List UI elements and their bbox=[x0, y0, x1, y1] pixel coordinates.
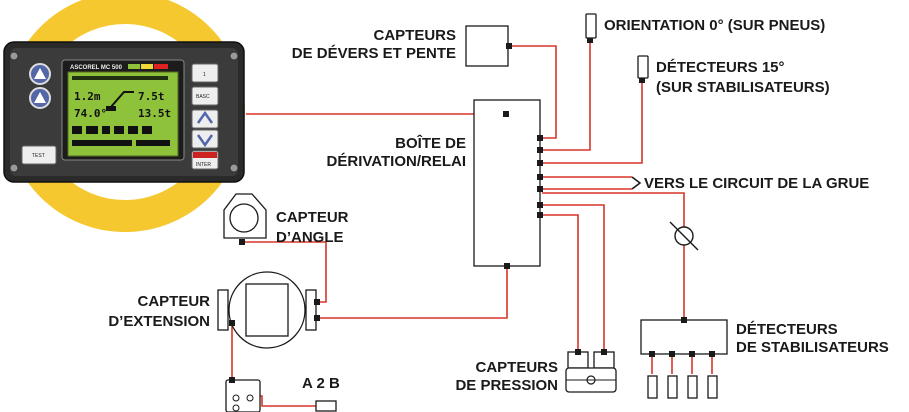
label-devers-1: CAPTEURS bbox=[373, 27, 456, 44]
svg-text:1: 1 bbox=[203, 72, 206, 78]
test-key-label: TEST bbox=[32, 153, 45, 159]
wire-orientation bbox=[542, 43, 591, 151]
lcd-row1-left: 1.2m bbox=[74, 90, 101, 103]
wire-extension-a2b bbox=[231, 322, 316, 407]
label-extension-2: D’EXTENSION bbox=[108, 313, 210, 330]
lcd-crane-icon bbox=[106, 91, 134, 111]
label-boite-2: DÉRIVATION/RELAI bbox=[327, 153, 466, 170]
wire-box-extension bbox=[318, 266, 508, 319]
lcd-row2-left: 74.0° bbox=[74, 107, 107, 120]
devers-pente-sensor bbox=[465, 25, 509, 67]
valve-icon bbox=[669, 221, 699, 251]
stabiliser-detector-4 bbox=[707, 351, 718, 399]
chevron-down-icon bbox=[196, 134, 214, 148]
wire-pression-2 bbox=[542, 214, 579, 352]
stabiliser-detectors-block bbox=[640, 317, 728, 399]
label-extension-1: CAPTEUR bbox=[137, 293, 210, 310]
label-orientation: ORIENTATION 0° (SUR PNEUS) bbox=[604, 17, 825, 34]
junction-relay-box bbox=[473, 99, 543, 269]
stabiliser-detector-2 bbox=[667, 351, 678, 399]
detecteurs15-sensor bbox=[637, 55, 649, 79]
label-pression-2: DE PRESSION bbox=[455, 377, 558, 394]
chevron-up-icon bbox=[196, 110, 214, 124]
angle-sensor bbox=[223, 193, 267, 245]
a2b-switch bbox=[225, 377, 261, 412]
label-devers-2: DE DÉVERS ET PENTE bbox=[292, 45, 456, 62]
lcd-status-icons bbox=[72, 126, 170, 146]
label-detecteurs-stab-1: DÉTECTEURS bbox=[736, 321, 838, 338]
bottom-right-key-label: INTER bbox=[196, 162, 211, 168]
wire-pression-1 bbox=[542, 204, 605, 352]
warning-key-2 bbox=[29, 87, 51, 109]
wire-angle-extension bbox=[242, 241, 327, 303]
wire-devers bbox=[510, 45, 557, 139]
label-detecteurs15-2: (SUR STABILISATEURS) bbox=[656, 79, 830, 96]
pressure-sensors bbox=[565, 349, 617, 393]
warning-key-1 bbox=[29, 63, 51, 85]
extension-sensor bbox=[217, 271, 320, 349]
a2b-weight bbox=[315, 400, 337, 412]
display-console: TEST ASCOREL MC 500 1.2m 7.5t 74.0° 13.5… bbox=[3, 0, 245, 232]
label-boite-1: BOÎTE DE bbox=[395, 134, 466, 152]
label-angle-2: D’ANGLE bbox=[276, 229, 344, 246]
label-a2b: A 2 B bbox=[302, 375, 340, 392]
label-angle-1: CAPTEUR bbox=[276, 209, 349, 226]
console-brand: ASCOREL MC 500 bbox=[70, 65, 123, 71]
stabiliser-detector-1 bbox=[647, 351, 658, 399]
lcd-row1-right: 7.5t bbox=[138, 90, 165, 103]
arrow-right-icon bbox=[631, 176, 642, 190]
label-detecteurs15-1: DÉTECTEURS 15° bbox=[656, 59, 785, 76]
label-circuit-grue: VERS LE CIRCUIT DE LA GRUE bbox=[644, 175, 869, 192]
label-detecteurs-stab-2: DE STABILISATEURS bbox=[736, 339, 889, 356]
wire-stabilisateurs bbox=[542, 192, 685, 320]
stabiliser-detector-3 bbox=[687, 351, 698, 399]
wire-detecteurs15 bbox=[542, 82, 643, 164]
mid-key-label: BASC bbox=[196, 94, 210, 100]
wiring bbox=[231, 43, 685, 407]
lcd-row2-right: 13.5t bbox=[138, 107, 171, 120]
orientation-detector bbox=[585, 13, 597, 39]
label-pression-1: CAPTEURS bbox=[475, 359, 558, 376]
